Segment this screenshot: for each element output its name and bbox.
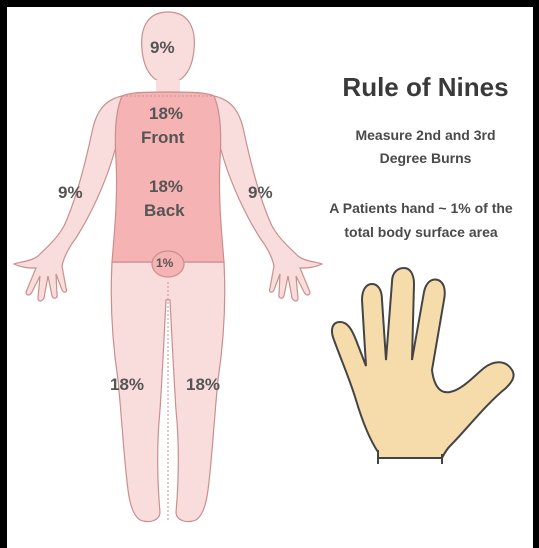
head-percent-label: 9%	[150, 38, 175, 58]
hand-note-line-2: total body surface area	[305, 220, 537, 244]
subtitle-line-1: Measure 2nd and 3rd	[318, 124, 533, 147]
torso-front-percent-label: 18%	[149, 104, 183, 124]
genital-percent-label: 1%	[156, 256, 173, 270]
torso-front-label: Front	[141, 128, 184, 148]
left-leg-percent-label: 18%	[110, 375, 144, 395]
hand-note: A Patients hand ~ 1% of the total body s…	[305, 196, 537, 244]
left-arm-percent-label: 9%	[58, 183, 83, 203]
torso-back-label: Back	[144, 201, 185, 221]
right-leg-percent-label: 18%	[186, 375, 220, 395]
torso-back-percent-label: 18%	[149, 177, 183, 197]
diagram-subtitle: Measure 2nd and 3rd Degree Burns	[318, 124, 533, 170]
neck-shape	[156, 80, 180, 92]
hand-shape	[332, 268, 514, 458]
hand-icon	[332, 268, 514, 464]
subtitle-line-2: Degree Burns	[318, 147, 533, 170]
hand-note-line-1: A Patients hand ~ 1% of the	[305, 196, 537, 220]
right-arm-percent-label: 9%	[248, 183, 273, 203]
diagram-title: Rule of Nines	[318, 72, 533, 103]
